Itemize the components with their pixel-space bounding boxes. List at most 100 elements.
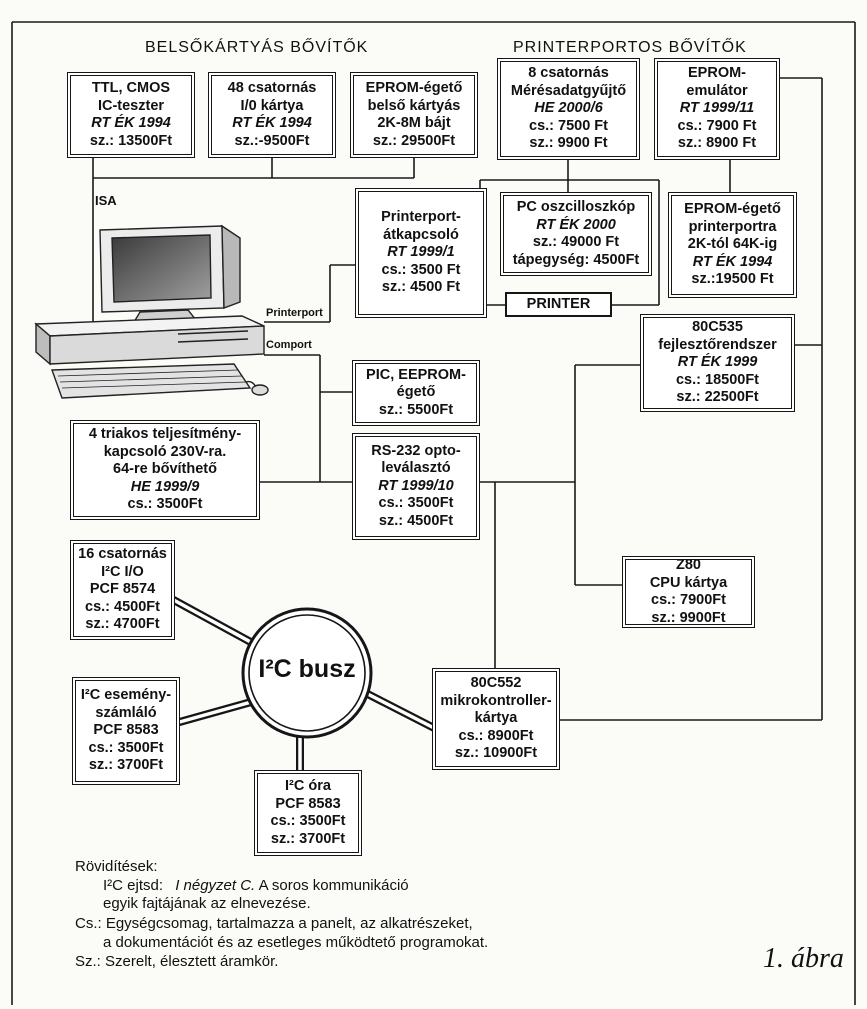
box-line: cs.: 3500Ft: [270, 813, 346, 829]
box-line: sz.: 13500Ft: [89, 132, 173, 149]
box-line: belső kártyás: [367, 97, 461, 114]
box-line: 2K-8M bájt: [377, 115, 451, 131]
box-line: sz.: 9900Ft: [651, 609, 726, 626]
box-line: sz.: 9900 Ft: [529, 135, 608, 152]
box-line: cs.: 4500Ft: [85, 598, 160, 615]
notes-sz-line: Sz.: Szerelt, élesztett áramkör.: [75, 953, 279, 970]
box-printerport-switch: Printerport- átkapcsoló RT 1999/1 cs.: 3…: [355, 188, 487, 318]
monitor-screen: [111, 234, 212, 303]
box-line: sz.: 29500Ft: [372, 132, 456, 149]
box-line: TTL, CMOS: [91, 80, 171, 96]
box-data-logger: 8 csatornás Mérésadatgyűjtő HE 2000/6 cs…: [497, 58, 640, 160]
box-line: sz.:19500 Ft: [691, 271, 774, 288]
notes-i2c-pronunciation: I négyzet C.: [175, 877, 256, 894]
box-line: Printerport-: [381, 209, 461, 226]
keyboard-row: [61, 381, 247, 389]
box-line: PRINTER: [526, 295, 591, 312]
box-line: sz.: 4700Ft: [85, 616, 160, 633]
box-line: I²C óra: [285, 778, 331, 794]
box-line: sz.: 8900 Ft: [677, 135, 757, 152]
box-i2c-clock: I²C óra PCF 8583 cs.: 3500Ft sz.: 3700Ft: [254, 770, 362, 856]
box-line: mikrokontroller-: [440, 692, 552, 709]
box-line: számláló: [95, 704, 157, 721]
box-line: I²C esemény-: [80, 687, 172, 704]
computer-illustration: [34, 224, 269, 399]
box-line: PC oszcilloszkóp: [516, 199, 636, 215]
keyboard-row: [57, 369, 239, 377]
box-line: PCF 8583: [93, 722, 159, 739]
box-line: cs.: 3500Ft: [378, 495, 454, 512]
box-line: 80C552: [470, 675, 522, 692]
box-line: sz.: 5500Ft: [378, 401, 454, 418]
box-line: cs.: 3500 Ft: [381, 261, 461, 278]
box-80c535-dev-system: 80C535 fejlesztőrendszer RT ÉK 1999 cs.:…: [640, 314, 795, 412]
box-line: 4 triakos teljesítmény-: [88, 426, 242, 443]
box-line: 16 csatornás: [78, 546, 167, 563]
box-eprom-internal: EPROM-égető belső kártyás 2K-8M bájt sz.…: [350, 72, 478, 158]
box-z80-cpu: Z80 CPU kártya cs.: 7900Ft sz.: 9900Ft: [622, 556, 755, 628]
box-line: Mérésadatgyűjtő: [510, 82, 627, 99]
i2c-bus-ring: [241, 607, 373, 739]
box-ic-tester: TTL, CMOS IC-teszter RT ÉK 1994 sz.: 135…: [67, 72, 195, 158]
box-triac-switch: 4 triakos teljesítmény- kapcsoló 230V-ra…: [70, 420, 260, 520]
box-line: cs.: 3500Ft: [88, 739, 164, 756]
drive-slot: [177, 330, 249, 335]
box-line: RT ÉK 1994: [232, 115, 312, 131]
box-80c552-mcu: 80C552 mikrokontroller- kártya cs.: 8900…: [432, 668, 560, 770]
box-line: égető: [396, 384, 436, 401]
box-line: CPU kártya: [649, 574, 728, 591]
box-line: PCF 8574: [89, 581, 156, 598]
box-line: EPROM-: [688, 65, 746, 82]
box-line: sz.:-9500Ft: [234, 132, 310, 149]
i2c-link-io: [168, 594, 260, 650]
box-line: printerportra: [688, 218, 777, 235]
box-eprom-emulator: EPROM- emulátor RT 1999/11 cs.: 7900 Ft …: [654, 58, 780, 160]
box-line: cs.: 7900 Ft: [677, 117, 757, 134]
box-line: EPROM-égető: [365, 80, 463, 96]
box-line: RT ÉK 1994: [91, 115, 171, 131]
box-line: EPROM-égető: [684, 201, 781, 218]
notes-i2c-term: I²C ejtsd:: [103, 877, 164, 894]
box-line: cs.: 3500Ft: [127, 496, 203, 513]
box-line: I/0 kártya: [240, 97, 304, 114]
box-line: HE 1999/9: [130, 478, 200, 495]
keyboard: [51, 363, 252, 399]
box-line: RT 1999/1: [387, 244, 455, 261]
box-line: átkapcsoló: [383, 226, 459, 243]
box-line: RT 1999/10: [378, 477, 454, 494]
box-line: RT ÉK 1999: [677, 354, 758, 371]
notes-cs-line2: a dokumentációt és az esetleges működtet…: [103, 934, 489, 951]
box-line: sz.: 4500Ft: [378, 512, 454, 529]
box-line: 8 csatornás: [528, 65, 609, 82]
box-io-card: 48 csatornás I/0 kártya RT ÉK 1994 sz.:-…: [208, 72, 336, 158]
box-line: 2K-tól 64K-ig: [687, 236, 778, 253]
box-line: 80C535: [692, 319, 743, 336]
heading-internal-cards: BELSŐKÁRTYÁS BŐVÍTŐK: [145, 39, 369, 56]
box-line: sz.: 10900Ft: [454, 745, 538, 762]
i2c-link-80c552: [354, 684, 438, 733]
box-line: HE 2000/6: [534, 100, 603, 117]
box-line: cs.: 8900Ft: [458, 727, 534, 744]
notes-i2c-line: I²C ejtsd: I négyzet C. A soros kommunik…: [103, 877, 409, 894]
notes-cs-line1: Cs.: Egységcsomag, tartalmazza a panelt,…: [75, 915, 473, 932]
box-rs232-isolator: RS-232 opto- leválasztó RT 1999/10 cs.: …: [352, 433, 480, 540]
box-line: emulátor: [686, 82, 748, 99]
box-printer: PRINTER: [505, 292, 612, 317]
box-line: RT 1999/11: [679, 100, 755, 117]
box-line: IC-teszter: [97, 97, 165, 114]
box-line: RS-232 opto-: [371, 442, 461, 459]
mouse: [251, 384, 269, 396]
notes-i2c-line2: egyik fajtájának az elnevezése.: [103, 895, 311, 912]
isa-label: ISA: [95, 193, 117, 208]
box-line: cs.: 7500 Ft: [529, 117, 608, 134]
notes-i2c-rest: A soros kommunikáció: [258, 877, 409, 894]
monitor-side: [221, 224, 241, 310]
box-line: tápegység: 4500Ft: [512, 251, 640, 268]
box-line: RT ÉK 1994: [692, 253, 773, 270]
box-line: PCF 8583: [275, 795, 341, 812]
box-line: cs.: 18500Ft: [675, 371, 760, 388]
box-pic-programmer: PIC, EEPROM- égető sz.: 5500Ft: [352, 360, 480, 426]
box-line: sz.: 4500 Ft: [381, 279, 461, 296]
box-line: 64-re bővíthető: [113, 461, 217, 478]
